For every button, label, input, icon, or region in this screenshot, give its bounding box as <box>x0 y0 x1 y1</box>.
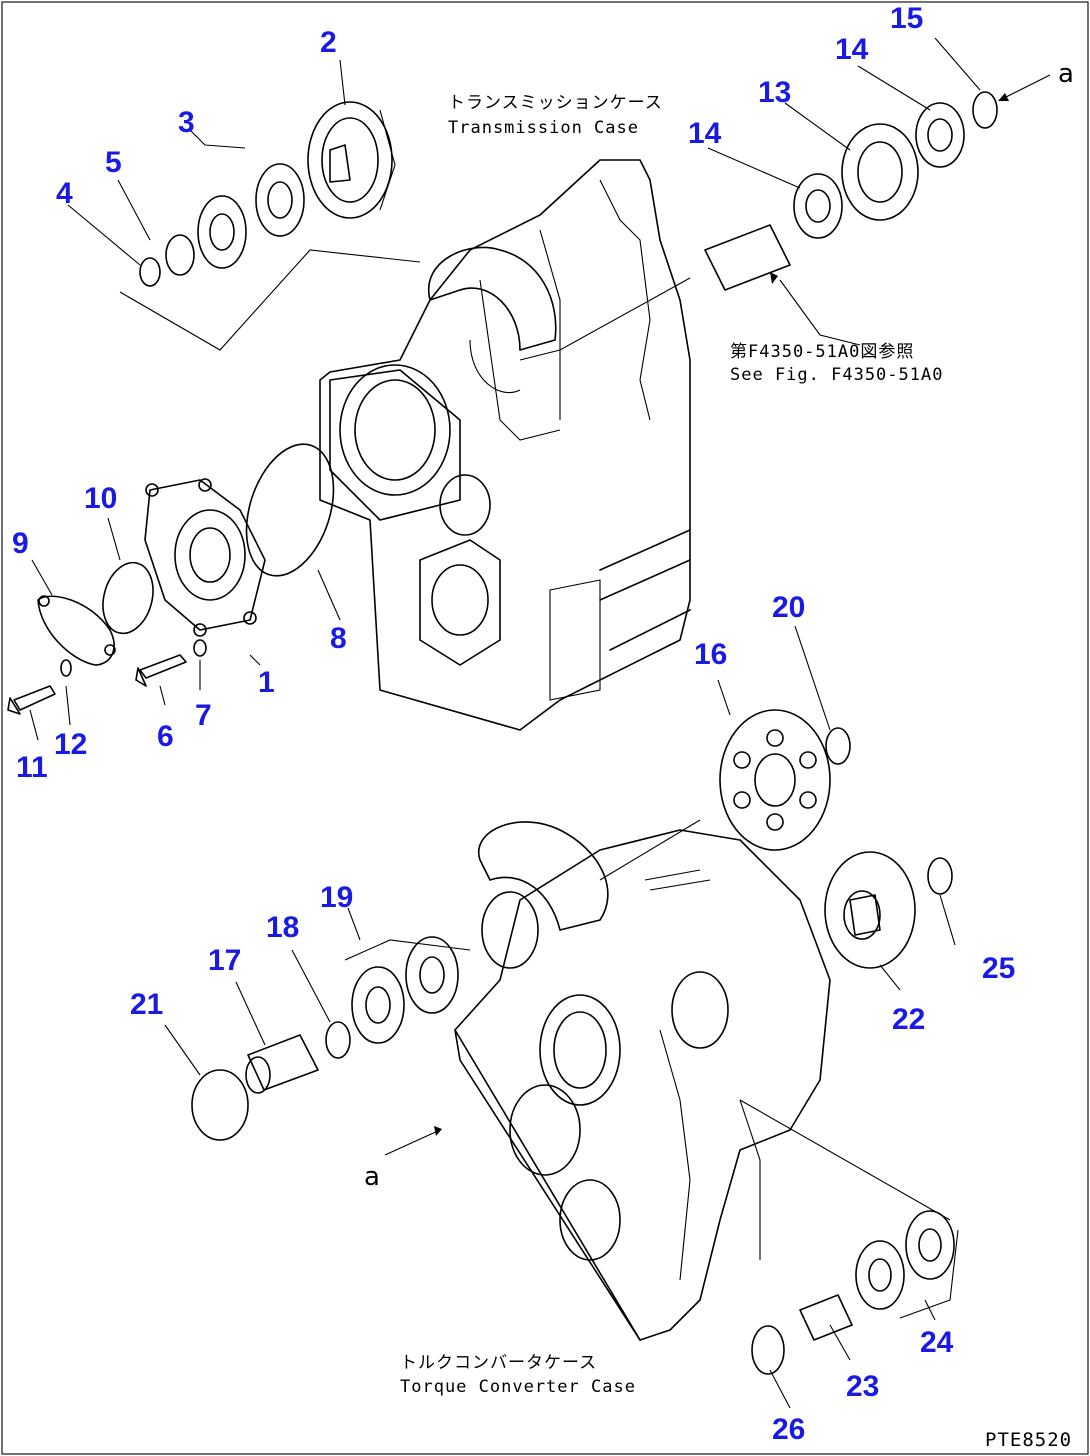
part-25-snap-ring <box>927 857 953 895</box>
part-3-bearing <box>197 163 305 269</box>
part-4-ring <box>139 257 161 287</box>
bearing-24-bracket <box>899 1229 959 1319</box>
callout-18: 18 <box>266 911 299 944</box>
callout-leaders <box>29 37 981 1409</box>
part-2-gear <box>307 101 396 219</box>
arrow-a-bottom-label: a <box>364 1162 380 1192</box>
see-reference-label-en: See Fig. F4350-51A0 <box>730 365 943 385</box>
callout-6: 6 <box>157 720 174 753</box>
axis-line-16 <box>599 819 701 881</box>
callout-21: 21 <box>130 988 163 1021</box>
callout-12: 12 <box>54 728 87 761</box>
part-14-bearing-b-inner <box>927 118 953 152</box>
transmission-case-label-en: Transmission Case <box>448 118 639 138</box>
part-18-ring <box>325 1021 351 1059</box>
callout-10: 10 <box>84 482 117 515</box>
callout-25: 25 <box>982 952 1015 985</box>
part-1-cover <box>144 478 266 637</box>
part-14-bearing-b <box>915 102 965 168</box>
see-ref-arrowhead <box>770 272 778 284</box>
part-23-shaft <box>799 1294 853 1341</box>
transmission-case <box>319 159 691 731</box>
callout-24: 24 <box>920 1326 954 1359</box>
part-13-gear-inner <box>857 141 903 203</box>
shaft-sleeve <box>704 224 791 291</box>
callout-19: 19 <box>320 881 353 914</box>
see-ref-leader <box>779 279 861 346</box>
callout-3: 3 <box>178 106 195 139</box>
callout-26: 26 <box>772 1413 805 1446</box>
part-21-snap-ring <box>191 1069 249 1141</box>
callout-2: 2 <box>320 26 337 59</box>
part-6-bolt <box>135 654 187 687</box>
part-12-washer <box>60 659 72 677</box>
part-8-o-ring <box>245 443 335 577</box>
part-11-bolt <box>7 685 56 715</box>
bearing-19-bracket <box>344 939 471 961</box>
torque-converter-case-label-jp: トルクコンバータケース <box>400 1353 597 1373</box>
callout-1: 1 <box>258 666 275 699</box>
callout-8: 8 <box>330 622 347 655</box>
callout-4: 4 <box>56 177 73 210</box>
callout-14-a: 14 <box>835 33 869 66</box>
callout-numbers: 1 2 3 4 5 6 7 8 9 10 11 12 13 14 14 15 1… <box>12 2 1015 1446</box>
see-reference-label-jp: 第F4350-51A0図参照 <box>730 342 914 362</box>
group-bracket-line <box>119 249 421 351</box>
part-17-shaft <box>245 1034 319 1094</box>
part-20-snap-ring <box>825 727 851 765</box>
part-24-bearing <box>855 1210 955 1310</box>
callout-9: 9 <box>12 527 29 560</box>
callout-20: 20 <box>772 591 805 624</box>
part-14-bearing-a <box>793 173 843 239</box>
torque-converter-case-label-en: Torque Converter Case <box>400 1377 636 1397</box>
callout-7: 7 <box>195 699 212 732</box>
part-9-plate <box>37 595 116 666</box>
callout-17: 17 <box>208 944 241 977</box>
part-13-gear <box>841 123 919 221</box>
part-16-gear <box>719 709 831 851</box>
callout-14-b: 14 <box>688 117 722 150</box>
callout-11: 11 <box>16 751 48 784</box>
torque-converter-case <box>454 821 831 1341</box>
part-5-ring <box>165 234 195 276</box>
part-26-snap-ring <box>751 1325 785 1375</box>
transmission-case-label-jp: トランスミッションケース <box>448 93 663 113</box>
part-14-bearing-a-inner <box>805 189 831 223</box>
callout-15: 15 <box>890 2 923 35</box>
part-19-bearing <box>351 936 459 1044</box>
part-7-washer <box>193 639 207 657</box>
callout-22: 22 <box>892 1003 925 1036</box>
part-15-snap-ring <box>972 91 998 129</box>
arrow-a-top <box>998 74 1051 101</box>
axis-line-24 <box>739 1099 951 1221</box>
callout-23: 23 <box>846 1370 879 1403</box>
arrow-a-bottom <box>384 1126 442 1156</box>
callout-5: 5 <box>105 146 122 179</box>
callout-13: 13 <box>758 76 791 109</box>
part-10-o-ring <box>102 561 154 635</box>
part-22-gear <box>824 851 916 969</box>
shaft-axis-line <box>519 277 691 361</box>
arrow-a-top-label: a <box>1058 59 1074 89</box>
page-code: PTE8520 <box>985 1429 1072 1451</box>
callout-16: 16 <box>694 638 727 671</box>
